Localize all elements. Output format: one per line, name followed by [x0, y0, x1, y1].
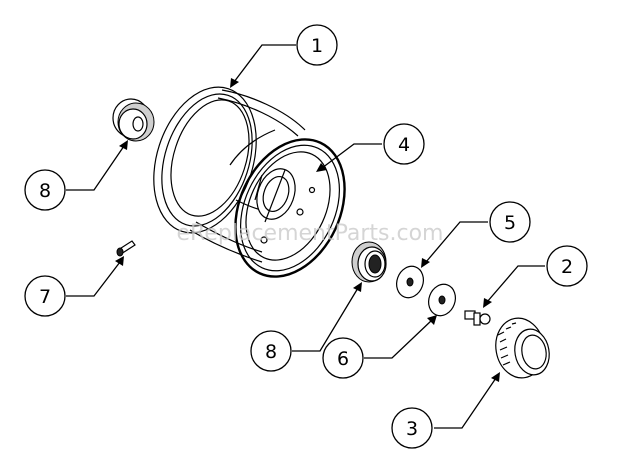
leader-7: [66, 261, 121, 297]
callout-4-label: 4: [398, 134, 410, 156]
callout-8-top: 8: [24, 169, 66, 211]
hub-cap-3: [495, 317, 550, 379]
watermark: eReplacementParts.com: [177, 221, 444, 246]
leader-8-top: [66, 145, 125, 191]
callout-3-label: 3: [406, 418, 418, 440]
callout-8-middle: 8: [250, 330, 292, 372]
bearing-8-top: [112, 98, 155, 142]
grease-fitting-2: [464, 310, 491, 326]
callout-2: 2: [546, 245, 588, 287]
bearing-8-middle: [351, 241, 387, 283]
callout-4: 4: [383, 123, 425, 165]
valve-stem-7: [116, 240, 136, 257]
callout-1: 1: [296, 24, 338, 66]
callout-2-label: 2: [561, 256, 573, 278]
callout-7-label: 7: [39, 286, 51, 308]
wheel-rim: [153, 86, 346, 278]
leader-5: [425, 221, 488, 263]
callout-6: 6: [322, 337, 364, 379]
callout-5: 5: [489, 201, 531, 243]
leader-4: [321, 143, 382, 169]
callout-3: 3: [391, 407, 433, 449]
leader-6: [364, 319, 433, 359]
callout-8-top-label: 8: [39, 180, 51, 202]
callout-6-label: 6: [337, 348, 349, 370]
washer-6: [428, 283, 456, 317]
callout-7: 7: [24, 275, 66, 317]
leader-1: [233, 44, 296, 83]
leader-2: [486, 265, 545, 303]
callout-5-label: 5: [504, 212, 516, 234]
callout-8-middle-label: 8: [265, 341, 277, 363]
leader-8-middle: [292, 287, 359, 352]
washer-5: [396, 265, 424, 299]
callout-1-label: 1: [311, 35, 323, 57]
leader-lines: [66, 44, 545, 429]
leader-3: [434, 377, 497, 429]
